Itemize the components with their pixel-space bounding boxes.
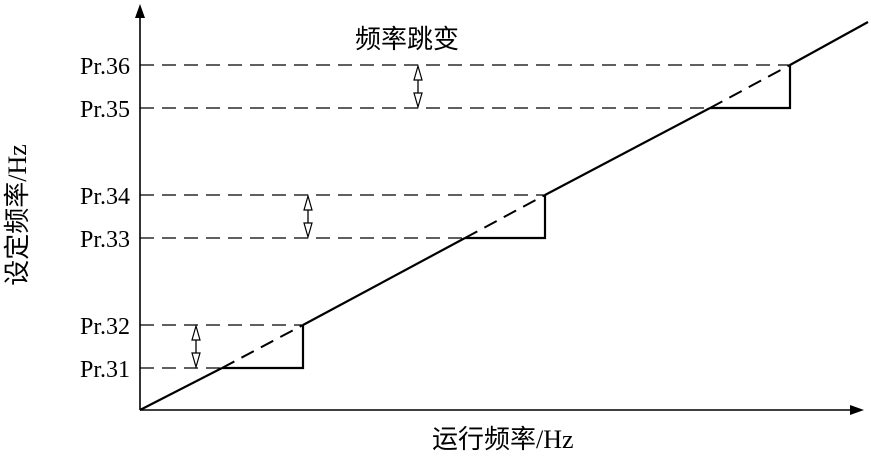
tick-label-pr33: Pr.33 xyxy=(80,227,130,253)
line-segment-solid-3 xyxy=(544,107,711,196)
double-arrow-icon xyxy=(191,323,201,370)
line-segment-dashed-1 xyxy=(221,324,304,369)
double-arrow-icon xyxy=(303,193,313,240)
tick-label-pr35: Pr.35 xyxy=(80,97,130,123)
line-segment-solid-4 xyxy=(789,21,869,66)
y-axis-arrowhead xyxy=(135,4,145,18)
jump-step-2 xyxy=(465,195,547,240)
tick-label-pr36: Pr.36 xyxy=(80,54,130,80)
tick-label-pr34: Pr.34 xyxy=(80,184,130,210)
tick-labels: Pr.36 Pr.35 Pr.34 Pr.33 Pr.32 Pr.31 xyxy=(80,54,130,383)
line-segment-solid-2 xyxy=(302,237,466,326)
frequency-jump-annotation: 频率跳变 xyxy=(355,25,459,54)
line-segment-dashed-2 xyxy=(464,194,546,239)
tick-label-pr32: Pr.32 xyxy=(80,314,130,340)
jump-band-arrows xyxy=(191,63,423,370)
axes xyxy=(135,4,864,415)
line-segment-solid-1 xyxy=(139,367,223,411)
x-axis-title: 运行频率/Hz xyxy=(432,425,574,454)
characteristic-line xyxy=(139,21,869,411)
y-axis-title: 设定频率/Hz xyxy=(3,144,32,286)
jump-steps xyxy=(222,65,792,370)
reference-lines xyxy=(140,64,790,369)
line-segment-dashed-3 xyxy=(709,64,791,109)
double-arrow-icon xyxy=(413,63,423,110)
x-axis-arrowhead xyxy=(850,405,864,415)
tick-label-pr31: Pr.31 xyxy=(80,357,130,383)
jump-step-1 xyxy=(222,325,305,370)
jump-step-3 xyxy=(710,65,792,110)
